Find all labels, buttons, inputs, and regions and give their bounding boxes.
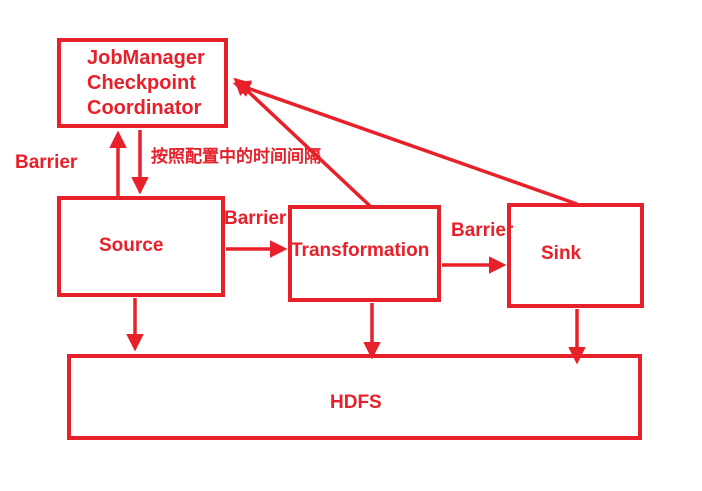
jobmanager-label: JobManager Checkpoint Coordinator [87, 46, 205, 121]
edge-label-jobmanager-to-source: 按照配置中的时间间隔 [151, 147, 321, 167]
edge-label-transformation-to-sink: Barrier [451, 220, 514, 241]
arrow-sink-to-jobmanager [232, 80, 578, 206]
jobmanager-line-1: JobManager [87, 47, 205, 69]
hdfs-label: HDFS [330, 392, 382, 413]
transformation-label: Transformation [291, 240, 430, 261]
sink-label: Sink [541, 243, 582, 264]
jobmanager-line-3: Coordinator [87, 97, 202, 119]
source-box [57, 196, 225, 297]
edge-label-source-to-transformation: Barrier [224, 208, 287, 229]
transformation-box [288, 205, 441, 302]
edge-label-source-to-jobmanager: Barrier [15, 152, 78, 173]
source-label: Source [99, 235, 164, 256]
jobmanager-box [57, 38, 228, 128]
hdfs-box [67, 354, 642, 440]
jobmanager-line-2: Checkpoint [87, 72, 196, 94]
arrow-transformation-to-jobmanager [233, 77, 372, 208]
